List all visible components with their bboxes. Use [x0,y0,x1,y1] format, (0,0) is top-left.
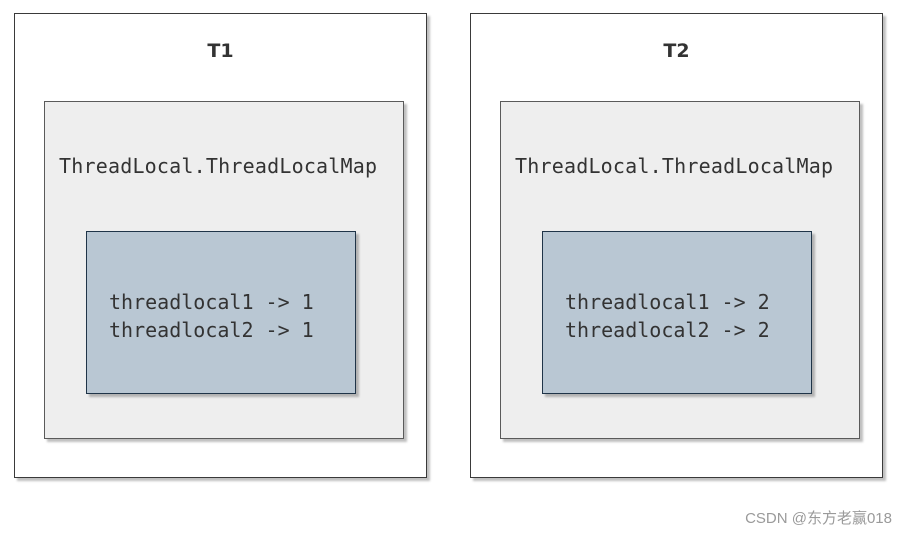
threadlocalmap-box: ThreadLocal.ThreadLocalMap threadlocal1 … [500,101,860,439]
thread-box-t1: T1 ThreadLocal.ThreadLocalMap threadloca… [14,13,427,478]
map-entries-box: threadlocal1 -> 1 threadlocal2 -> 1 [86,231,356,394]
thread-title: T1 [207,40,234,62]
thread-box-t2: T2 ThreadLocal.ThreadLocalMap threadloca… [470,13,883,478]
threadlocalmap-box: ThreadLocal.ThreadLocalMap threadlocal1 … [44,101,404,439]
watermark: CSDN @东方老赢018 [745,510,892,527]
map-entry: threadlocal2 -> 1 [109,318,314,342]
map-entry: threadlocal1 -> 2 [565,290,770,314]
threadlocalmap-label: ThreadLocal.ThreadLocalMap [515,154,834,178]
map-entries-box: threadlocal1 -> 2 threadlocal2 -> 2 [542,231,812,394]
map-entry: threadlocal1 -> 1 [109,290,314,314]
map-entry: threadlocal2 -> 2 [565,318,770,342]
thread-title: T2 [663,40,690,62]
threadlocalmap-label: ThreadLocal.ThreadLocalMap [59,154,378,178]
